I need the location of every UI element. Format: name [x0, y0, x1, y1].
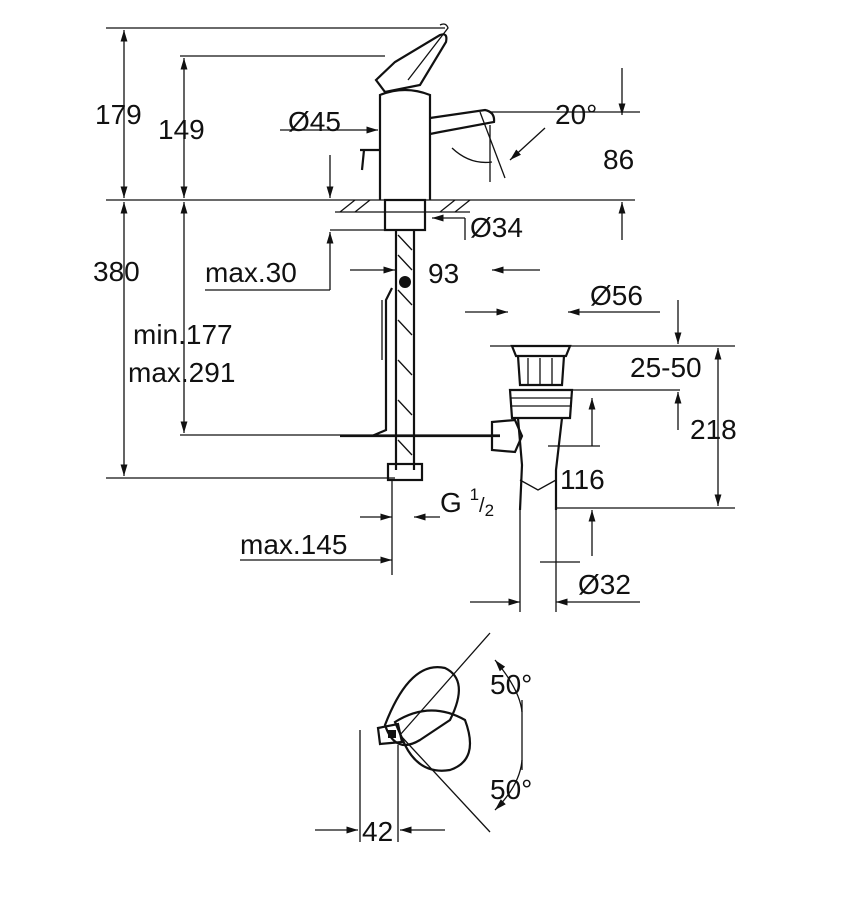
dim-42: 42	[362, 816, 394, 847]
dim-min-177: min.177	[133, 319, 233, 350]
dim-149: 149	[158, 114, 205, 145]
thread-slash: /	[479, 495, 485, 517]
dim-380: 380	[93, 256, 140, 287]
thread-num: 1	[469, 485, 480, 504]
dim-86: 86	[603, 144, 635, 175]
dim-max-30: max.30	[205, 257, 297, 288]
dim-angle-50-bottom: 50°	[490, 774, 533, 805]
dim-thread-g-half: G 1/2	[440, 486, 494, 519]
dim-218: 218	[690, 414, 737, 445]
dim-diameter-32: Ø32	[578, 569, 631, 600]
dim-angle-50-top: 50°	[490, 669, 533, 700]
dim-116: 116	[560, 464, 605, 495]
dimension-arrows	[120, 30, 722, 612]
dim-diameter-56: Ø56	[590, 280, 643, 311]
dim-93: 93	[428, 258, 460, 289]
faucet-side-view	[335, 23, 546, 482]
dim-diameter-45: Ø45	[288, 106, 341, 137]
dim-diameter-34: Ø34	[470, 212, 523, 243]
dim-179: 179	[95, 99, 142, 130]
thread-prefix: G	[440, 487, 462, 518]
dim-max-291: max.291	[128, 357, 236, 388]
dim-25-50: 25-50	[630, 352, 702, 383]
dim-max-145: max.145	[240, 529, 348, 560]
drain-waste	[508, 344, 574, 511]
thread-den: 2	[484, 501, 495, 520]
lever-plan-view	[315, 632, 523, 842]
dim-angle-20: 20°	[555, 99, 598, 130]
